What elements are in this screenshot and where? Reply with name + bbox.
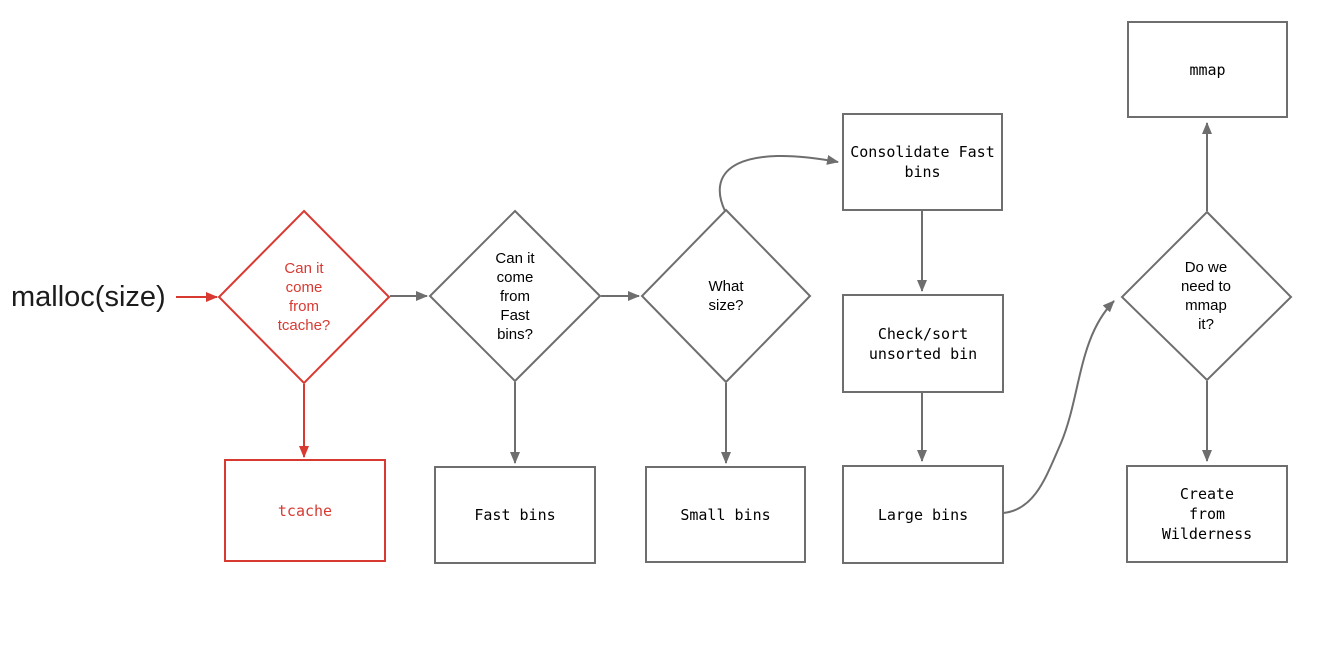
size-question-diamond [640,208,812,384]
wilderness-box [1126,465,1288,563]
tcache-box [224,459,386,562]
arrow-largebins-to-mmap-question-curve [1002,300,1115,514]
mmap-question-diamond [1120,210,1293,382]
consolidate-box [842,113,1003,211]
smallbins-box [645,466,806,563]
mmap-box [1127,21,1288,118]
fastbins-box [434,466,596,564]
arrow-size-question-to-consolidate-curve [718,154,839,212]
largebins-box [842,465,1004,564]
unsorted-box [842,294,1004,393]
fastbins-question-diamond [428,209,602,383]
tcache-question-diamond [217,209,391,385]
